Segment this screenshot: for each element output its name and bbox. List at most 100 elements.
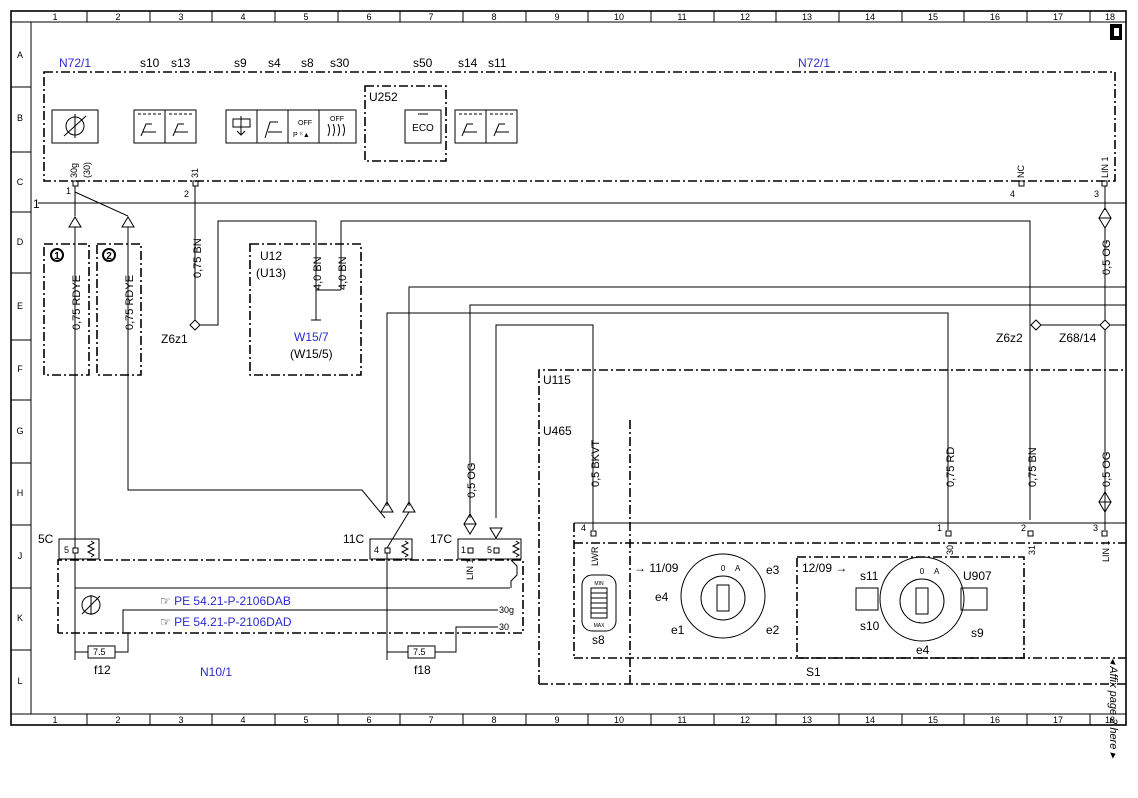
svg-text:P ⁽⁽▲: P ⁽⁽▲	[293, 131, 310, 139]
svg-text:2: 2	[115, 715, 120, 725]
option-box-2	[96, 243, 142, 376]
knob-switch-icon	[51, 109, 99, 144]
svg-text:7.5: 7.5	[413, 647, 426, 657]
svg-text:31: 31	[1027, 545, 1037, 555]
n72-module-box	[43, 71, 1116, 182]
svg-text:s4: s4	[268, 56, 281, 70]
e1-label: e1	[671, 623, 685, 637]
svg-text:L: L	[17, 676, 22, 686]
connector-11c: 11C 4	[343, 532, 413, 560]
connector-5c: 5C 5	[38, 532, 100, 560]
wire-label-rd: 0,75 RD	[945, 447, 957, 487]
version-1109: → 11/09	[634, 561, 679, 575]
svg-text:2: 2	[115, 12, 120, 22]
fuse-f12-label: f12	[94, 663, 111, 677]
svg-text:A: A	[17, 50, 23, 60]
seat-adjust-buttons: OFF P ⁽⁽▲ OFF	[225, 109, 357, 144]
svg-text:3: 3	[1093, 523, 1098, 533]
e2-label: e2	[766, 623, 780, 637]
svg-text:30: 30	[499, 622, 509, 632]
svg-text:D: D	[17, 237, 24, 247]
svg-text:OFF: OFF	[330, 116, 344, 123]
reference-link-2[interactable]: ☞ PE 54.21-P-2106DAD	[160, 615, 292, 629]
bus-line-label: 1	[33, 197, 40, 211]
svg-text:7: 7	[428, 715, 433, 725]
n72-label-right: N72/1	[798, 56, 830, 70]
grid-row-labels: A B C D E F G H J K L	[16, 50, 23, 686]
svg-text:15: 15	[928, 12, 938, 22]
sheet-frame	[10, 10, 1127, 726]
s11-label: s11	[860, 569, 879, 583]
u13-label: (U13)	[256, 266, 286, 280]
connector-z6z1: Z6z1	[161, 332, 188, 346]
svg-text:5: 5	[487, 545, 492, 555]
svg-text:1: 1	[66, 186, 71, 196]
svg-text:12: 12	[740, 12, 750, 22]
svg-text:s10: s10	[140, 56, 160, 70]
svg-text:ECO: ECO	[412, 123, 434, 134]
svg-text:F: F	[17, 364, 23, 374]
wire-label-rdye-1: 0,75 RDYE	[71, 275, 83, 330]
svg-text:s13: s13	[171, 56, 191, 70]
svg-text:J: J	[18, 551, 23, 561]
svg-text:8: 8	[491, 12, 496, 22]
wire-label-bn-1: 0,75 BN	[192, 238, 204, 278]
svg-text:2: 2	[1021, 523, 1026, 533]
s1-label: S1	[806, 665, 821, 679]
svg-text:MIN: MIN	[594, 581, 604, 587]
svg-text:30: 30	[945, 545, 955, 555]
svg-text:11C: 11C	[343, 532, 364, 546]
version-1209: 12/09 →	[802, 561, 847, 575]
svg-text:14: 14	[865, 715, 875, 725]
u252-box	[364, 85, 447, 162]
e4-label: e4	[655, 590, 669, 604]
svg-text:4: 4	[581, 523, 586, 533]
fuse-f18-icon	[407, 645, 436, 659]
e3-label: e3	[766, 563, 780, 577]
svg-text:7.5: 7.5	[93, 647, 106, 657]
svg-text:16: 16	[990, 715, 1000, 725]
svg-text:LWR: LWR	[590, 546, 600, 566]
affix-note: ◂ Affix page 2 here ▸	[1107, 658, 1119, 759]
svg-text:12: 12	[740, 715, 750, 725]
fuse-f18-label: f18	[414, 663, 431, 677]
svg-text:7: 7	[428, 12, 433, 22]
option-box-1	[43, 243, 90, 376]
svg-text:LIN 1: LIN 1	[465, 558, 475, 580]
option-marker-2: 2	[106, 251, 112, 262]
svg-text:17: 17	[1053, 12, 1063, 22]
u907-label: U907	[963, 569, 992, 583]
svg-text:10: 10	[614, 12, 624, 22]
w15-5-label: (W15/5)	[290, 347, 333, 361]
svg-text:9: 9	[554, 715, 559, 725]
s1-pins: 4 LWR 1 30 2 31 3 LIN 1	[581, 523, 1111, 566]
e4b-label: e4	[916, 643, 930, 657]
n72-label-left: N72/1	[59, 56, 91, 70]
reference-link-1[interactable]: ☞ PE 54.21-P-2106DAB	[160, 594, 291, 608]
svg-text:4: 4	[240, 12, 245, 22]
u12-box	[249, 243, 362, 376]
svg-text:5: 5	[303, 715, 308, 725]
u12-label: U12	[260, 249, 282, 263]
svg-text:6: 6	[366, 715, 371, 725]
u115-box	[538, 369, 1126, 684]
svg-text:14: 14	[865, 12, 875, 22]
u465-label: U465	[543, 424, 572, 438]
svg-text:31: 31	[190, 168, 200, 178]
page-corner-icon	[1110, 24, 1122, 40]
svg-text:5: 5	[303, 12, 308, 22]
n72-pins: 30g (30) 1 31 2 NC 4 LIN 1 3	[66, 156, 1110, 199]
s10-label: s10	[860, 619, 880, 633]
svg-text:MAX: MAX	[594, 623, 606, 629]
svg-text:4: 4	[1010, 189, 1015, 199]
svg-text:10: 10	[614, 715, 624, 725]
option-marker-1: 1	[54, 251, 60, 262]
svg-text:15: 15	[928, 715, 938, 725]
switch-labels: s10 s13 s9 s4 s8 s30 s50 s14 s11	[140, 56, 507, 70]
svg-text:6: 6	[366, 12, 371, 22]
svg-text:A: A	[735, 564, 741, 573]
svg-text:11: 11	[677, 12, 686, 22]
wire-label-og-2: 0,5 OG	[1101, 240, 1113, 275]
